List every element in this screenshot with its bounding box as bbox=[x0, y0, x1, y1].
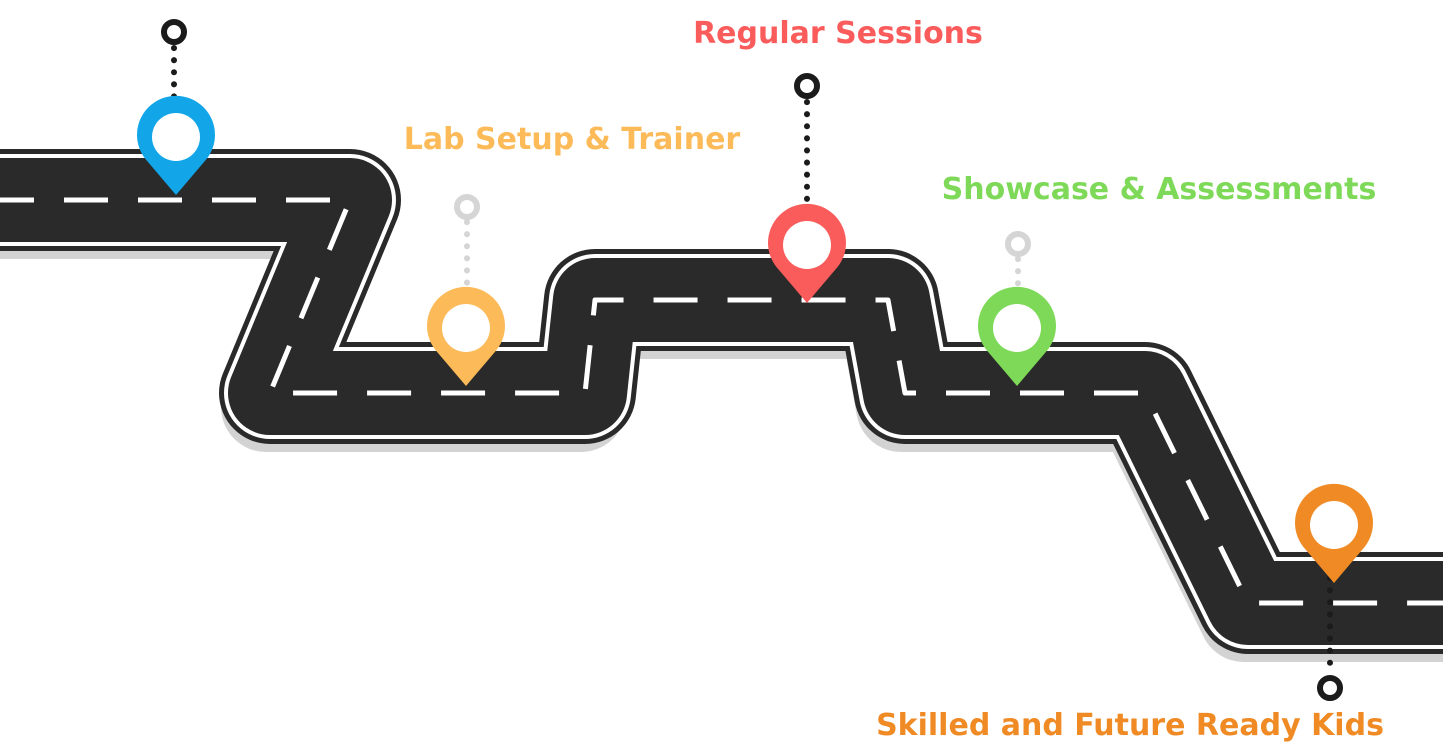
ring-icon bbox=[454, 194, 480, 220]
connector-start bbox=[161, 19, 187, 101]
pin-hole bbox=[783, 221, 831, 269]
pin-hole bbox=[993, 304, 1041, 352]
connector-skilled-kids bbox=[1317, 575, 1343, 701]
connector-lab-setup bbox=[454, 194, 480, 293]
map-pin-icon bbox=[137, 95, 215, 195]
label-showcase: Showcase & Assessments bbox=[942, 172, 1377, 207]
lane-markings bbox=[0, 197, 1443, 606]
ring-icon bbox=[1005, 231, 1031, 257]
ring-icon bbox=[161, 19, 187, 45]
label-regular-sessions: Regular Sessions bbox=[693, 16, 983, 51]
pin-hole bbox=[1310, 501, 1358, 549]
road bbox=[0, 149, 1443, 662]
ring-icon bbox=[794, 73, 820, 99]
map-pin-icon bbox=[427, 286, 505, 386]
label-skilled-kids: Skilled and Future Ready Kids bbox=[876, 708, 1384, 743]
map-pin-icon bbox=[1295, 483, 1373, 583]
labels: Regular Sessions Lab Setup & Trainer Sho… bbox=[404, 16, 1384, 743]
road-surface bbox=[0, 158, 1443, 645]
map-pin-icon bbox=[768, 203, 846, 303]
label-lab-setup: Lab Setup & Trainer bbox=[404, 122, 741, 157]
connector-showcase bbox=[1005, 231, 1031, 295]
map-pin-icon bbox=[978, 286, 1056, 386]
pin-hole bbox=[442, 304, 490, 352]
ring-icon bbox=[1317, 675, 1343, 701]
pins bbox=[137, 95, 1373, 583]
pin-hole bbox=[152, 113, 200, 161]
connectors bbox=[161, 19, 1343, 701]
connector-regular-sessions bbox=[794, 73, 820, 215]
